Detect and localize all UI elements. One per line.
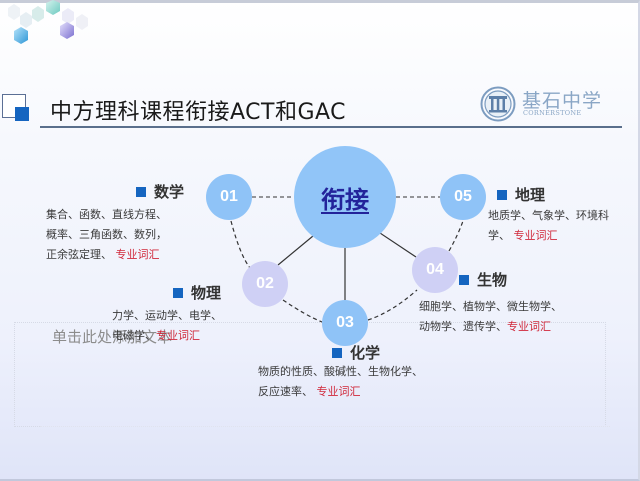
desc-line: 动物学、遗传学、 — [419, 320, 507, 333]
desc-line: 力学、运动学、电学、 — [112, 309, 222, 322]
pillar-emblem-icon — [480, 86, 516, 122]
desc-line: 细胞学、植物学、微生物学、 — [419, 300, 562, 313]
desc-line: 地质学、气象学、环境科 — [488, 209, 609, 222]
topic-physics-desc: 力学、运动学、电学、 电磁学、专业词汇 — [112, 306, 222, 346]
desc-line: 概率、三角函数、数列， — [46, 228, 167, 241]
desc-line: 学、 — [488, 229, 510, 242]
topic-name: 化学 — [350, 344, 381, 362]
topic-biology-heading: 生物 — [459, 269, 507, 290]
node-01: 01 — [206, 174, 252, 220]
vocab-highlight: 专业词汇 — [115, 248, 160, 261]
topic-chemistry-heading: 化学 — [332, 342, 380, 363]
text-placeholder[interactable]: 单击此处添加文本 — [52, 328, 173, 346]
title-bullet-icon — [2, 94, 32, 124]
logo-english-name: CORNERSTONE — [523, 109, 582, 117]
title-divider — [40, 126, 622, 128]
hub-circle[interactable]: 衔接 — [294, 146, 396, 248]
vocab-highlight: 专业词汇 — [316, 385, 361, 398]
bullet-square-icon — [497, 189, 507, 200]
page-title: 中方理科课程衔接ACT和GAC — [50, 100, 347, 125]
topic-name: 数学 — [154, 183, 185, 201]
topic-biology-desc: 细胞学、植物学、微生物学、 动物学、遗传学、专业词汇 — [419, 297, 562, 337]
bullet-square-icon — [136, 186, 146, 197]
topic-math-desc: 集合、函数、直线方程、 概率、三角函数、数列， 正余弦定理、 专业词汇 — [46, 205, 167, 265]
bullet-square-icon — [332, 347, 342, 358]
topic-math-heading: 数学 — [136, 181, 184, 202]
topic-name: 生物 — [477, 271, 508, 289]
topic-name: 物理 — [191, 284, 222, 302]
desc-line: 物质的性质、酸碱性、生物化学、 — [258, 365, 423, 378]
desc-line: 集合、函数、直线方程、 — [46, 208, 167, 221]
node-02: 02 — [242, 261, 288, 307]
footer-divider — [40, 426, 610, 427]
topic-physics-heading: 物理 — [173, 282, 221, 303]
hexagon-decoration-icon — [8, 0, 88, 44]
bullet-square-icon — [459, 274, 469, 285]
topic-name: 地理 — [515, 186, 546, 204]
desc-line: 电磁学、 — [112, 329, 156, 342]
logo-chinese-name: 基石中学 — [522, 90, 603, 112]
bullet-square-icon — [173, 287, 183, 298]
desc-line: 反应速率、 — [258, 385, 313, 398]
vocab-highlight: 专业词汇 — [513, 229, 558, 242]
topic-geography-desc: 地质学、气象学、环境科 学、 专业词汇 — [488, 206, 609, 246]
vocab-highlight: 专业词汇 — [507, 320, 551, 333]
topic-chemistry-desc: 物质的性质、酸碱性、生物化学、 反应速率、 专业词汇 — [258, 362, 423, 402]
topic-geography-heading: 地理 — [497, 184, 545, 205]
node-05: 05 — [440, 174, 486, 220]
school-logo: 基石中学 CORNERSTONE — [478, 84, 628, 124]
vocab-highlight: 专业词汇 — [156, 329, 200, 342]
node-04: 04 — [412, 247, 458, 293]
node-03: 03 — [322, 300, 368, 346]
hub-label[interactable]: 衔接 — [321, 185, 369, 214]
desc-line: 正余弦定理、 — [46, 248, 112, 261]
